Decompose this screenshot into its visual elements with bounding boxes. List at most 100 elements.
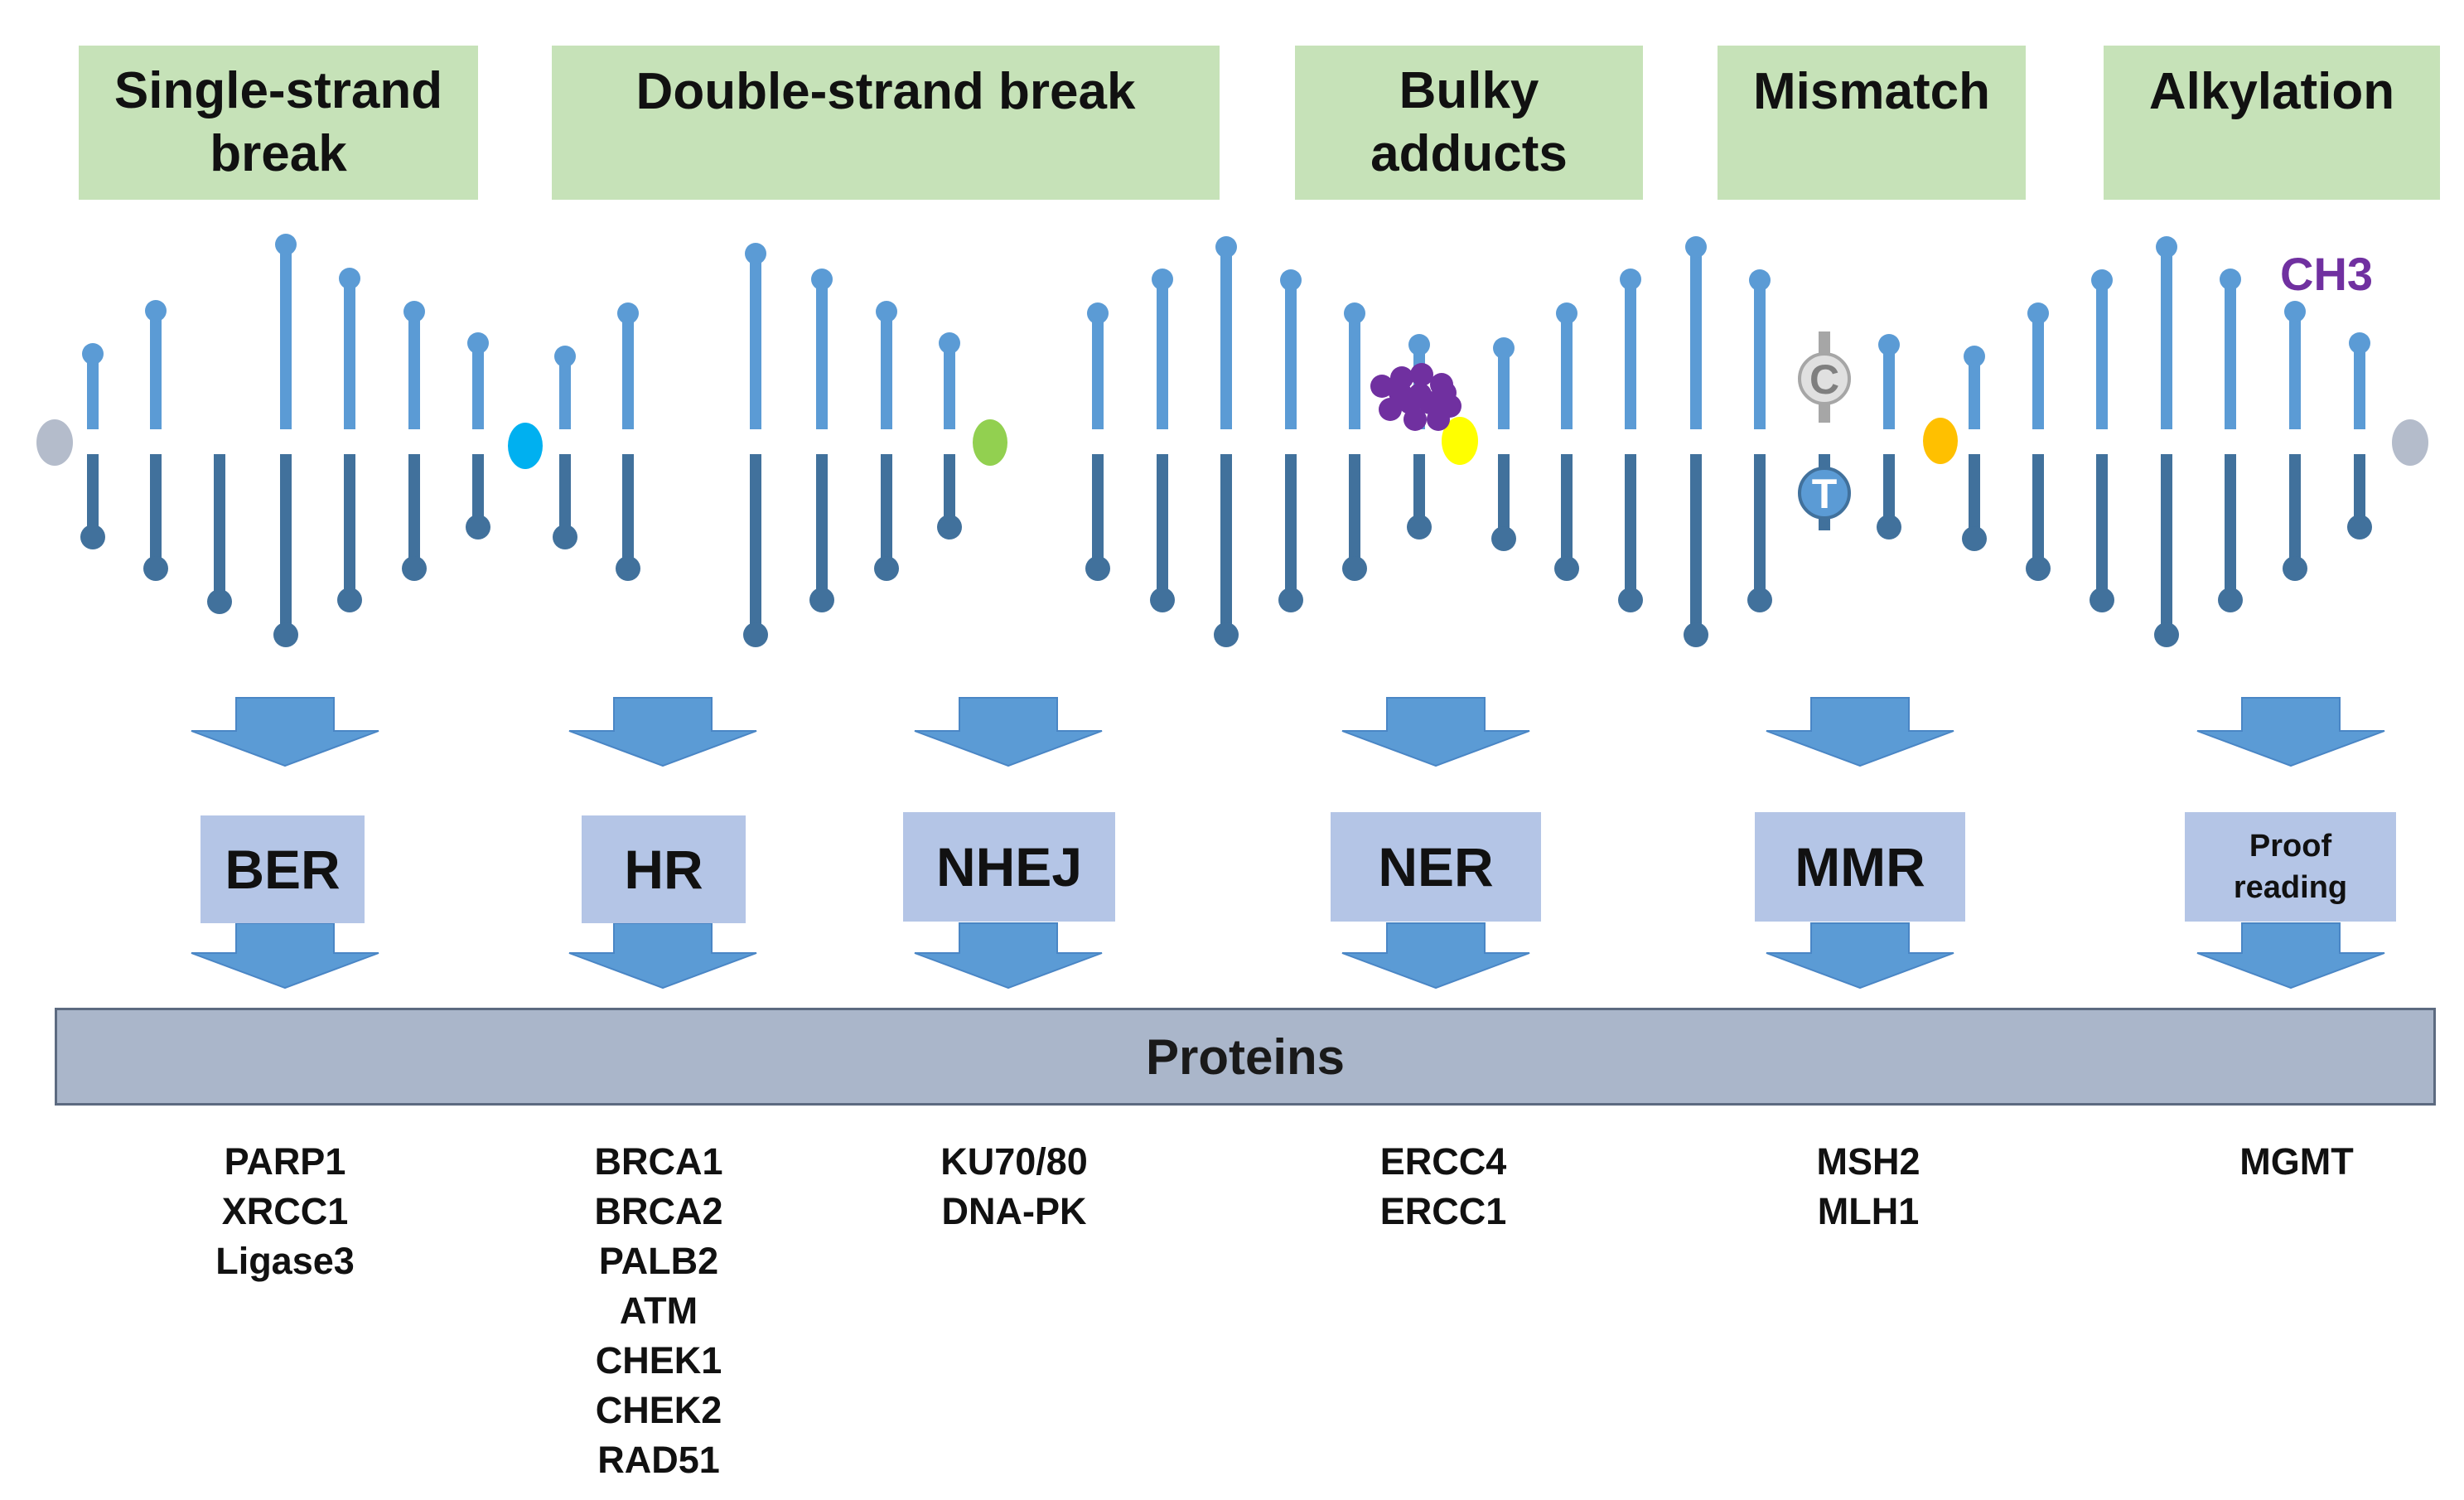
dna-rung-top-cap	[617, 302, 639, 324]
pathway-box-ner: NER	[1331, 812, 1541, 922]
dna-rung-bottom-cap	[1278, 588, 1303, 612]
dna-rung-bottom-cap	[874, 556, 899, 581]
dna-rung-top-cap	[403, 301, 425, 322]
damage-to-pathway-arrow	[914, 697, 1103, 767]
dna-rung-top-cap	[1408, 334, 1430, 356]
dna-rung-top-cap	[145, 300, 167, 322]
pathway-to-proteins-arrow	[191, 922, 379, 990]
methyl-group-label: CH3	[2280, 248, 2374, 300]
dna-rung-bottom-cap	[2154, 622, 2179, 647]
pathway-box-nhej: NHEJ	[903, 812, 1115, 922]
dna-rung-top-cap	[275, 234, 297, 255]
damage-to-pathway-arrow	[1341, 697, 1530, 767]
bulky-adduct-marker	[1442, 417, 1478, 465]
pathway-box-proofreading: Proof reading	[2185, 812, 2396, 922]
dna-rung-top-cap	[745, 243, 766, 264]
dna-rung-bottom-cap	[1342, 556, 1367, 581]
dna-rung-bottom-cap	[402, 556, 427, 581]
mismatch-base-pair: C T	[1798, 331, 1851, 530]
pathway-box-ber: BER	[201, 815, 365, 923]
dna-rung-top-cap	[1215, 236, 1237, 258]
proteins-bar-label: Proteins	[1145, 1028, 1346, 1085]
dna-rung-bottom-cap	[1491, 526, 1516, 551]
dna-rung-bottom-cap	[143, 556, 168, 581]
dna-rung-bottom-cap	[273, 622, 298, 647]
protein-list-nhej: KU70/80 DNA-PK	[940, 1137, 1088, 1236]
protein-list-ner: ERCC4 ERCC1	[1380, 1137, 1507, 1236]
protein-item: KU70/80	[940, 1140, 1088, 1183]
protein-item: RAD51	[597, 1439, 720, 1481]
pathway-box-mmr: MMR	[1755, 812, 1965, 922]
damage-box-bulky-adducts: Bulky adducts	[1295, 46, 1643, 200]
dna-rung-top-cap	[2027, 302, 2049, 324]
protein-list-hr: BRCA1 BRCA2 PALB2 ATM CHEK1 CHEK2 RAD51	[594, 1137, 722, 1485]
dna-rung-bottom-cap	[553, 525, 577, 549]
dna-rung-bottom-cap	[937, 515, 962, 540]
double-strand-break-marker	[973, 419, 1007, 466]
protein-item: ERCC4	[1379, 1140, 1507, 1183]
dna-rung-top-cap	[2156, 236, 2177, 258]
single-strand-break-marker	[508, 423, 543, 469]
dna-rung-top-cap	[1878, 334, 1900, 356]
damage-box-double-strand-break: Double-strand break	[552, 46, 1220, 200]
protein-list-mmr: MSH2 MLH1	[1816, 1137, 1920, 1236]
protein-item: PALB2	[598, 1240, 719, 1282]
strand-end-right-cap	[2392, 419, 2428, 466]
dna-rung-top-cap	[811, 269, 833, 290]
mismatch-base-t-label: T	[1812, 471, 1838, 517]
dna-rung-top-cap	[1493, 337, 1515, 359]
protein-item: CHEK1	[595, 1339, 722, 1381]
damage-to-pathway-arrow	[568, 697, 757, 767]
protein-list-proofreading: MGMT	[2239, 1137, 2353, 1187]
damage-to-pathway-arrow	[1766, 697, 1954, 767]
protein-item: PARP1	[224, 1140, 346, 1183]
mismatch-base-c-circle	[1798, 352, 1851, 405]
dna-rung-top-cap	[1620, 269, 1641, 290]
pathway-to-proteins-arrow	[568, 922, 757, 990]
pathway-to-proteins-arrow	[1341, 922, 1530, 990]
dna-rung-bottom-cap	[1214, 622, 1239, 647]
protein-item: MSH2	[1816, 1140, 1920, 1183]
damage-box-alkylation: Alkylation	[2104, 46, 2440, 200]
protein-list-ber: PARP1 XRCC1 Ligase3	[215, 1137, 355, 1286]
protein-item: ATM	[619, 1290, 698, 1332]
pathway-to-proteins-arrow	[2196, 922, 2385, 990]
dna-rung-top-cap	[339, 268, 360, 289]
dna-rung-bottom-cap	[2347, 515, 2372, 540]
mismatch-base-t-circle	[1798, 467, 1851, 520]
damage-to-pathway-arrow	[2196, 697, 2385, 767]
dna-rung-top-cap	[467, 332, 489, 354]
dna-rung-top-cap	[1749, 269, 1771, 291]
protein-item: BRCA2	[594, 1190, 723, 1232]
dna-rung-bottom-cap	[1962, 526, 1987, 551]
dna-rung-top-cap	[876, 301, 897, 322]
dna-rung-top-cap	[1152, 269, 1173, 290]
bulky-adduct-blob	[1433, 381, 1457, 404]
bulky-adduct-blob	[1404, 408, 1427, 431]
dna-rung-bottom-cap	[337, 588, 362, 612]
dna-rung-top-cap	[1344, 302, 1365, 324]
protein-item: ERCC1	[1379, 1190, 1507, 1232]
protein-item: MLH1	[1817, 1190, 1920, 1232]
dna-rung-top-cap	[82, 343, 104, 365]
flow-arrows	[191, 697, 2385, 990]
dna-rung-bottom-cap	[1877, 515, 1901, 540]
dna-rung-bottom-cap	[466, 515, 490, 540]
damage-markers	[36, 363, 2428, 469]
bulky-adduct-blob	[1410, 363, 1433, 386]
dna-rung-top-cap	[1685, 236, 1707, 258]
dna-rung-bottom-cap	[1747, 588, 1772, 612]
dna-rung-top-cap	[1964, 346, 1985, 367]
mismatch-marker	[1923, 418, 1958, 464]
dna-rung-bottom-cap	[207, 589, 232, 614]
dna-rung-bottom-cap	[1684, 622, 1708, 647]
dna-rung-bottom-cap	[1554, 556, 1579, 581]
pathway-to-proteins-arrow	[914, 922, 1103, 990]
dna-rung-top-cap	[2284, 301, 2306, 322]
dna-rung-bottom-cap	[2026, 556, 2051, 581]
pathway-to-proteins-arrow	[1766, 922, 1954, 990]
dna-rung-bottom-cap	[1085, 556, 1110, 581]
dna-rung-top-cap	[939, 332, 960, 354]
